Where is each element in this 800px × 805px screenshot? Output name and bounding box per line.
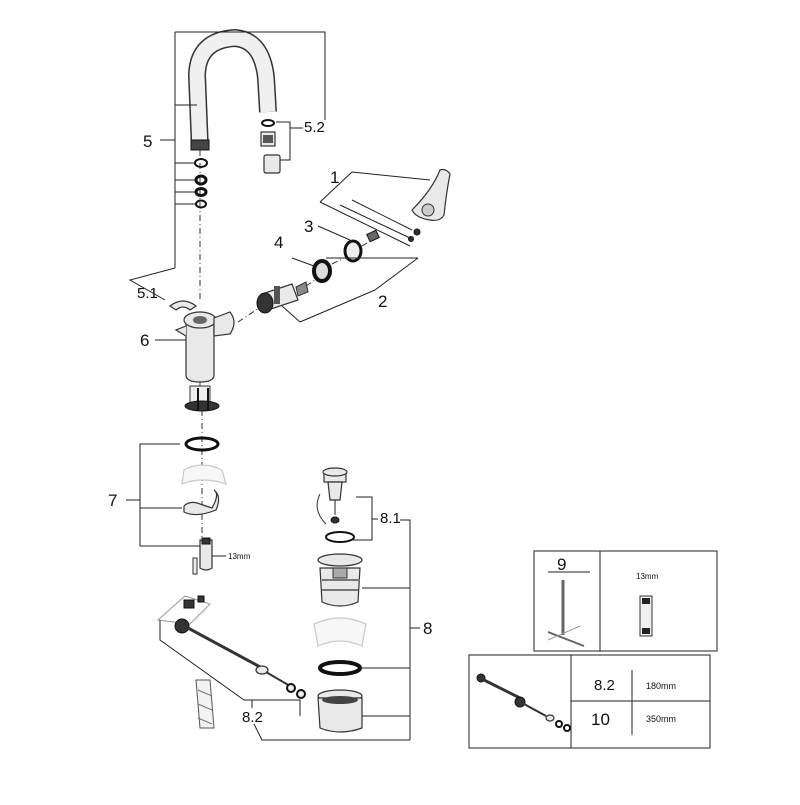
label-8-leader	[352, 496, 420, 740]
mounting-set	[181, 436, 227, 575]
cartridge	[237, 277, 319, 323]
mixer-body	[174, 311, 235, 408]
label-6: 6	[140, 331, 149, 350]
tool-dimension: 13mm	[636, 572, 659, 581]
label-5-2-leader	[276, 121, 303, 161]
label-4: 4	[274, 233, 283, 252]
tool-box	[533, 550, 718, 652]
label-7: 7	[108, 491, 117, 510]
spare-row-2-length: 350mm	[646, 714, 676, 724]
label-5-2: 5.2	[304, 119, 325, 136]
aerator	[260, 119, 281, 174]
spare-row-1-length: 180mm	[646, 681, 676, 691]
spare-row-1-part: 8.2	[594, 677, 615, 694]
dim-13mm: 13mm	[228, 552, 251, 561]
cartridge-ring	[312, 259, 332, 283]
pop-up-rod	[156, 595, 306, 729]
label-7-leader	[126, 443, 226, 557]
mounting-nut	[184, 385, 220, 412]
label-8-2-leader	[159, 620, 410, 741]
label-1: 1	[330, 168, 339, 187]
label-5-1: 5.1	[137, 285, 158, 302]
label-2: 2	[378, 292, 387, 311]
spout	[187, 28, 277, 300]
spare-row-2-part: 10	[591, 710, 610, 729]
label-5-leader	[128, 31, 326, 301]
spout-seals	[194, 158, 208, 209]
pop-up-plug	[316, 467, 355, 543]
label-2-leader	[281, 257, 419, 323]
spare-table	[468, 654, 711, 749]
spout-clip	[168, 300, 198, 311]
screw	[366, 229, 380, 243]
cartridge-nut	[343, 239, 363, 263]
label-1-leader	[319, 171, 431, 247]
label-5: 5	[143, 132, 152, 151]
label-8-2: 8.2	[242, 709, 263, 726]
label-8-1: 8.1	[380, 510, 401, 527]
lever-handle	[408, 168, 451, 242]
label-8: 8	[423, 619, 432, 638]
label-3: 3	[304, 217, 313, 236]
waste-body	[313, 553, 367, 733]
tool-number: 9	[557, 555, 566, 574]
